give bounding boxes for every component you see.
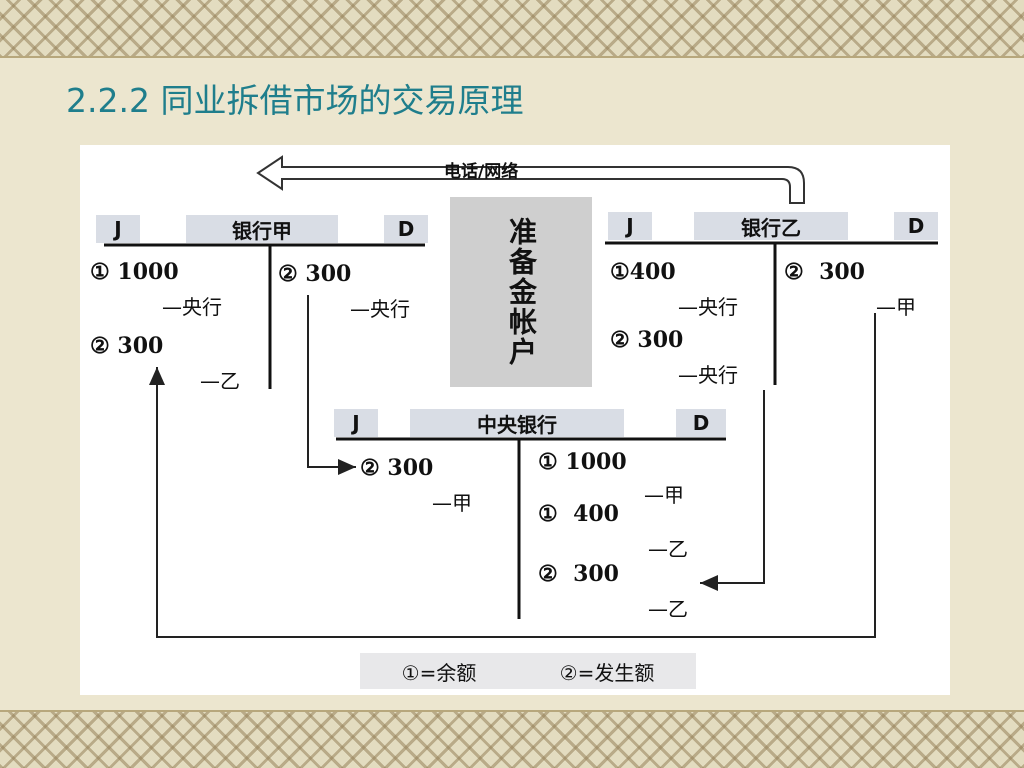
bank-a-debit-label: J	[96, 215, 140, 243]
reserve-account-box: 准备金帐户	[450, 197, 592, 387]
central-entry-2: ① 1000	[538, 449, 627, 475]
entry-amount: 300	[387, 455, 434, 481]
entry-marker: ②	[784, 259, 804, 285]
entry-amount: 1000	[117, 259, 179, 285]
entry-amount: 300	[117, 333, 164, 359]
legend-balance: ①=余额	[401, 660, 477, 685]
entry-marker: ①	[610, 259, 630, 285]
entry-amount: 1000	[565, 449, 627, 475]
entry-marker: ②	[610, 327, 630, 353]
bottom-border-line	[0, 710, 1024, 712]
top-border-line	[0, 56, 1024, 58]
bank-a-credit-label: D	[384, 215, 428, 243]
central-entry-2-counterparty: —甲	[644, 483, 684, 507]
bank-a-name: 银行甲	[186, 215, 338, 243]
entry-marker: ①	[538, 501, 558, 527]
diagram-lines	[104, 155, 938, 638]
central-name: 中央银行	[410, 409, 624, 437]
bank-b-entry-1-counterparty: —央行	[678, 295, 738, 319]
entry-amount: 300	[637, 327, 684, 353]
legend-occurrence: ②=发生额	[559, 660, 655, 685]
network-label: 电话/网络	[444, 162, 519, 182]
bank-b-credit-label: D	[894, 212, 938, 240]
central-entry-3: ① 400	[538, 501, 619, 527]
central-entry-1-counterparty: —甲	[432, 491, 472, 515]
central-entry-4: ② 300	[538, 561, 619, 587]
bank-a-entry-2-counterparty: —乙	[200, 369, 240, 393]
diagram-panel: 电话/网络 J 银行甲 D ① 1000 —央行 ② 300 —乙 ② 300 …	[80, 145, 950, 695]
entry-marker: ①	[90, 259, 110, 285]
entry-amount: 400	[629, 259, 676, 285]
flow-arrow-b-to-central	[700, 390, 765, 591]
bank-a-entry-1-counterparty: —央行	[162, 295, 222, 319]
central-entry-4-counterparty: —乙	[648, 597, 688, 621]
slide-title: 2.2.2 同业拆借市场的交易原理	[66, 81, 524, 120]
entry-marker: ②	[90, 333, 110, 359]
bank-b-entry-3-counterparty: —甲	[876, 295, 916, 319]
bank-a-entry-3-counterparty: —央行	[350, 297, 410, 321]
entry-marker: ②	[360, 455, 380, 481]
entry-marker: ②	[278, 261, 298, 287]
central-credit-label: D	[676, 409, 726, 437]
top-border-pattern	[0, 0, 1024, 58]
bank-b-debit-label: J	[608, 212, 652, 240]
entry-marker: ②	[538, 561, 558, 587]
entry-amount: 300	[819, 259, 865, 285]
bank-a-entry-1: ① 1000	[90, 259, 179, 285]
central-entry-3-counterparty: —乙	[648, 537, 688, 561]
central-debit-label: J	[334, 409, 378, 437]
entry-marker: ①	[538, 449, 558, 475]
bank-b-entry-2-counterparty: —央行	[678, 363, 738, 387]
flow-arrow-b-to-a	[149, 313, 876, 638]
entry-amount: 300	[573, 561, 619, 587]
legend: ①=余额 ②=发生额	[360, 653, 696, 689]
bank-b-name: 银行乙	[694, 212, 848, 240]
network-arrow	[256, 155, 805, 204]
entry-amount: 400	[573, 501, 619, 527]
flow-arrow-a-to-central	[307, 295, 356, 475]
bank-b-entry-1: ①400	[610, 259, 676, 285]
bank-a-entry-3: ② 300	[278, 261, 351, 287]
entry-amount: 300	[305, 261, 352, 287]
bank-a-entry-2: ② 300	[90, 333, 163, 359]
central-entry-1: ② 300	[360, 455, 433, 481]
bank-b-entry-3: ② 300	[784, 259, 865, 285]
bank-b-entry-2: ② 300	[610, 327, 683, 353]
bottom-border-pattern	[0, 710, 1024, 768]
